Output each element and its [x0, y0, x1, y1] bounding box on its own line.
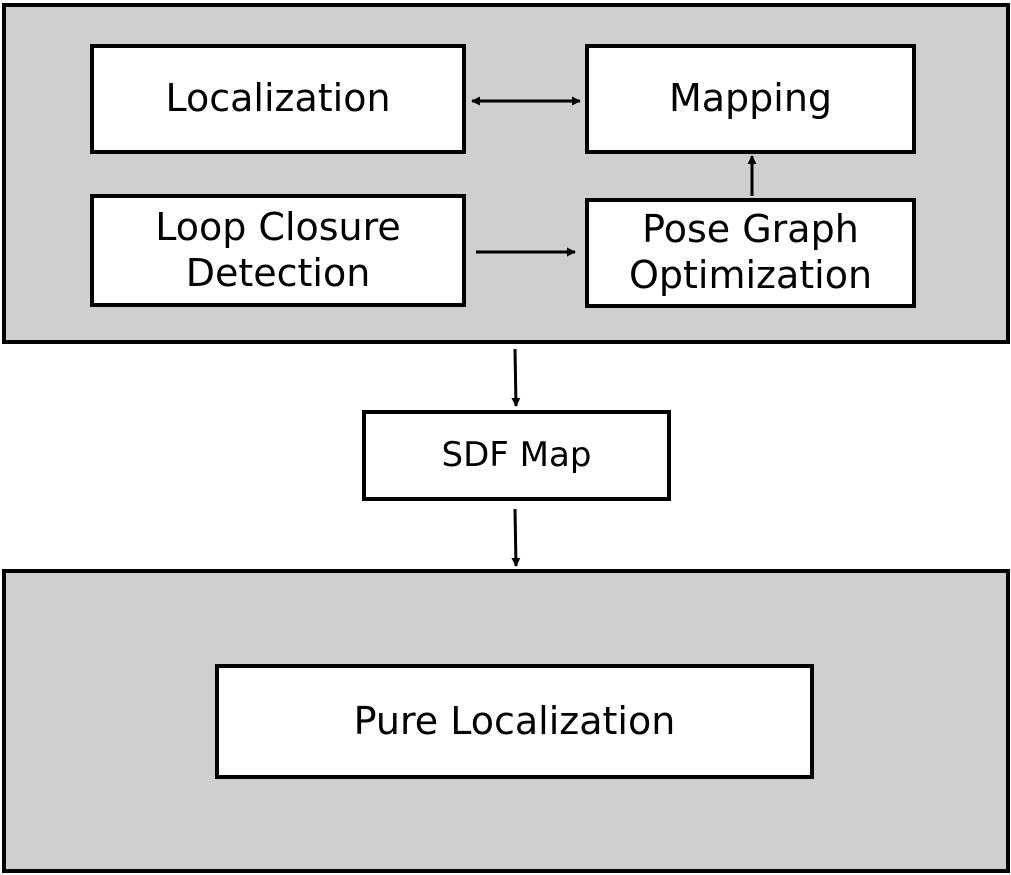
- loop-closure-label-line-1: Loop Closure: [155, 204, 401, 249]
- mapping-node: Mapping: [585, 44, 916, 154]
- localization-node: Localization: [90, 44, 466, 154]
- mapping-label: Mapping: [668, 76, 833, 121]
- pure-localization-node: Pure Localization: [215, 664, 814, 779]
- pose-graph-node: Pose Graph Optimization: [585, 198, 916, 308]
- sdf-map-to-pure-localization-arrow: [511, 508, 521, 567]
- sdf-map-label: SDF Map: [441, 435, 592, 476]
- pose-graph-label-line-2: Optimization: [628, 253, 873, 297]
- pose-graph-label-line-1: Pose Graph: [642, 207, 859, 252]
- localization-label: Localization: [165, 76, 391, 121]
- loop-closure-label-line-2: Detection: [185, 250, 371, 295]
- sdf-map-node: SDF Map: [362, 410, 671, 501]
- slam-to-sdf-map-arrow: [511, 348, 521, 407]
- loop-closure-node: Loop Closure Detection: [90, 194, 466, 307]
- pure-localization-label: Pure Localization: [353, 698, 676, 743]
